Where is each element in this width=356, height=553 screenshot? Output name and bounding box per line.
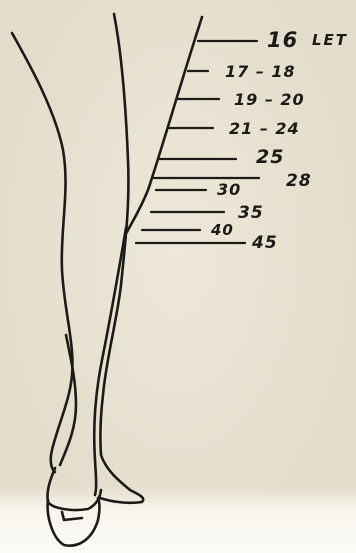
label-21-24: 21 – 24 (229, 119, 300, 138)
label-let: LET (312, 31, 348, 49)
label-35: 35 (238, 203, 264, 223)
shoe-heel (62, 512, 82, 520)
label-16: 16 (267, 28, 298, 52)
label-25: 25 (256, 146, 284, 168)
label-19-20: 19 – 20 (234, 90, 305, 109)
dress-edge (127, 17, 202, 232)
back-leg-outline (12, 33, 73, 472)
front-leg-shin-line (94, 228, 126, 495)
label-40: 40 (211, 221, 234, 239)
back-shoe (47, 468, 101, 510)
label-30: 30 (217, 180, 241, 199)
label-28: 28 (286, 171, 312, 191)
label-45: 45 (252, 233, 278, 253)
label-17-18: 17 – 18 (225, 62, 296, 81)
front-shoe (100, 455, 143, 503)
